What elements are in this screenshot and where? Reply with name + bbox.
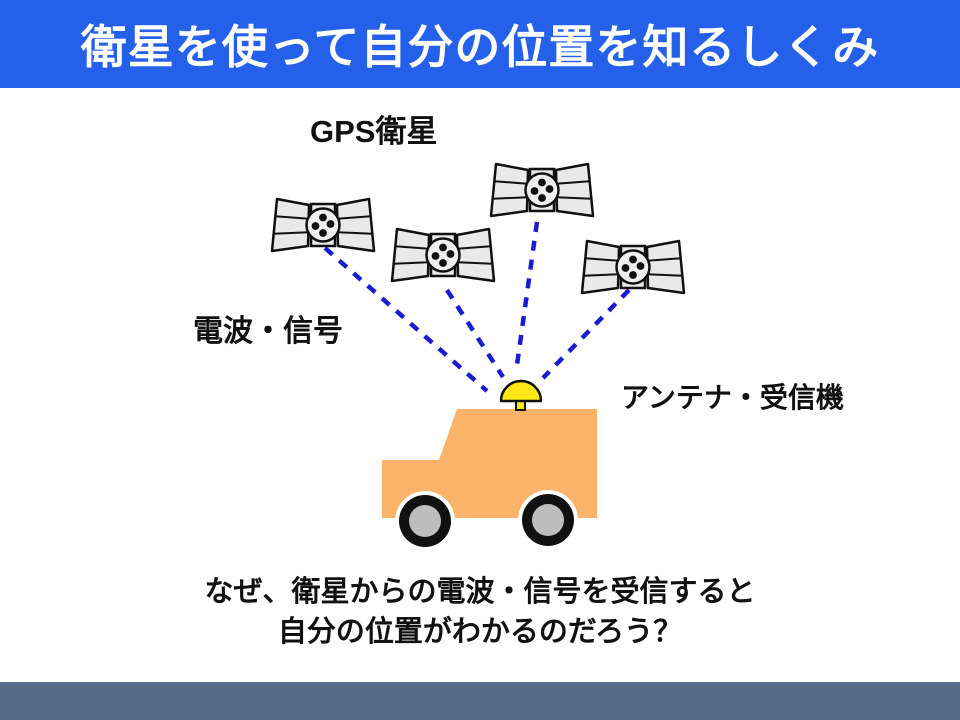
page-title: 衛星を使って自分の位置を知るしくみ <box>80 21 880 73</box>
question-text: なぜ、衛星からの電波・信号を受信すると 自分の位置がわかるのだろう？ <box>0 572 960 652</box>
signal-lines <box>323 221 631 393</box>
antenna-dome-icon <box>499 379 543 411</box>
question-line-2: 自分の位置がわかるのだろう？ <box>277 616 683 649</box>
satellite-icon <box>580 239 686 295</box>
signal-line <box>323 246 489 393</box>
question-line-1: なぜ、衛星からの電波・信号を受信すると <box>204 576 756 608</box>
label-signal: 電波・信号 <box>193 315 343 348</box>
title-banner: 衛星を使って自分の位置を知るしくみ <box>0 0 960 88</box>
car-icon <box>382 409 597 551</box>
satellite-icon <box>489 162 595 218</box>
label-antenna-receiver: アンテナ・受信機 <box>621 382 844 413</box>
satellite-icon <box>270 197 376 253</box>
footer-bar <box>0 682 960 720</box>
gps-diagram: GPS衛星 電波・信号 アンテナ・受信機 なぜ、衛星からの電波・信号を受信すると… <box>0 88 960 682</box>
satellite-icon <box>390 227 496 283</box>
label-gps-satellite: GPS衛星 <box>310 114 438 149</box>
signal-line <box>514 221 540 366</box>
diagram-canvas <box>270 162 686 551</box>
signal-line <box>541 288 631 380</box>
front-wheel <box>395 491 455 551</box>
rear-wheel <box>518 490 578 550</box>
